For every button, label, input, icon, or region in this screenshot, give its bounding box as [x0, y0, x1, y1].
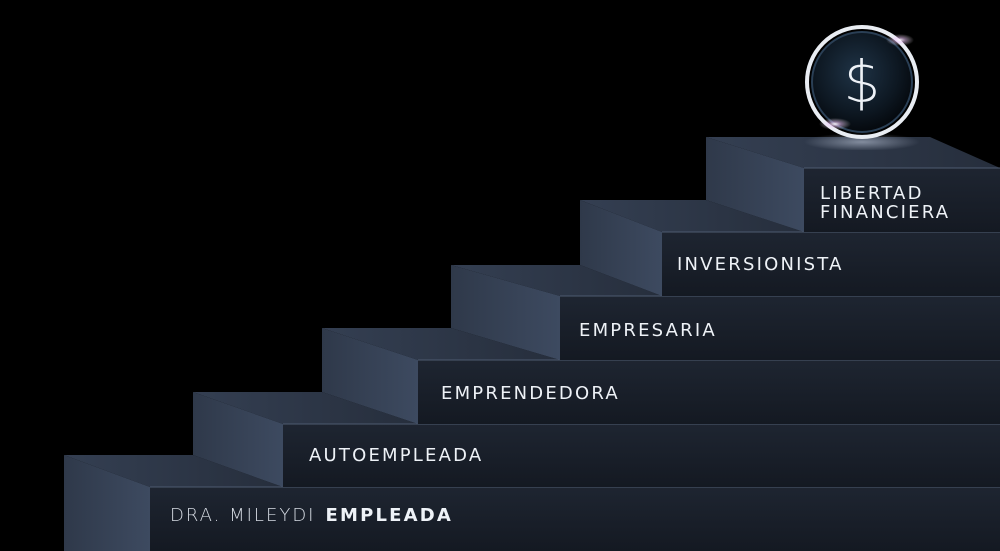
dollar-symbol: $	[844, 48, 881, 116]
step-6-label-line-1: LIBERTAD	[820, 183, 924, 204]
step-1-side	[64, 455, 150, 551]
step-3	[322, 328, 1000, 424]
step-1-prefix: DRA. MILEYDI	[170, 505, 316, 526]
step-6-riser	[804, 168, 1000, 232]
step-2-side	[193, 392, 283, 487]
step-3-label: EMPRENDEDORA	[441, 383, 620, 404]
step-4-tread	[451, 265, 662, 296]
step-5-riser	[662, 232, 1000, 296]
step-3-tread	[322, 328, 560, 360]
dollar-coin-icon: $	[805, 25, 919, 139]
step-6-label-line-2: FINANCIERA	[820, 202, 951, 223]
step-5-tread	[580, 200, 804, 232]
step-1	[64, 455, 1000, 551]
step-1-riser	[150, 487, 1000, 551]
step-3-riser	[418, 360, 1000, 424]
step-4	[451, 265, 1000, 360]
step-4-label: EMPRESARIA	[579, 320, 717, 341]
step-5-side	[580, 200, 662, 296]
step-5-label: INVERSIONISTA	[677, 254, 844, 275]
step-6-label: LIBERTAD FINANCIERA	[820, 184, 950, 222]
step-2-riser	[283, 424, 1000, 487]
coin-glow	[804, 133, 920, 150]
step-1-name: EMPLEADA	[325, 505, 454, 526]
step-3-side	[322, 328, 418, 424]
step-4-riser	[560, 296, 1000, 360]
step-1-tread	[64, 455, 283, 487]
step-2-tread	[193, 392, 418, 424]
step-2-label: AUTOEMPLEADA	[309, 445, 484, 466]
step-1-label: DRA. MILEYDI EMPLEADA	[170, 507, 453, 525]
step-6	[706, 137, 1000, 232]
step-4-side	[451, 265, 560, 360]
step-6-side	[706, 137, 804, 232]
step-5	[580, 200, 1000, 296]
